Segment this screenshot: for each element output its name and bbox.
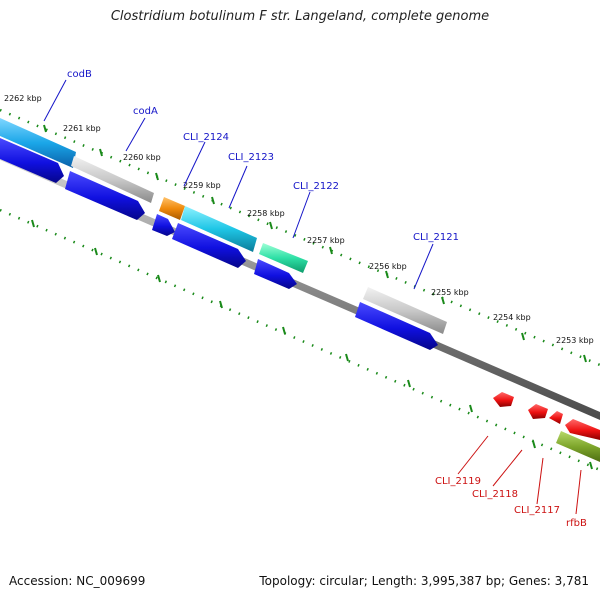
- reverse-gene-labels: CLI_2119 CLI_2118 CLI_2117 rfbB: [435, 476, 587, 529]
- forward-cds-arrows: [0, 138, 438, 350]
- inner-major-ticks: [31, 219, 593, 470]
- reverse-label-leaders: [457, 435, 582, 515]
- kbp-label: 2259 kbp: [183, 181, 221, 190]
- inner-tick-track: [0, 208, 600, 472]
- forward-label-leaders: [43, 79, 434, 290]
- kbp-label: 2254 kbp: [493, 313, 531, 322]
- gene-label-CLI_2122[interactable]: CLI_2122: [293, 181, 339, 192]
- kbp-label: 2262 kbp: [4, 94, 42, 103]
- kbp-label: 2256 kbp: [369, 262, 407, 271]
- gene-label-codA[interactable]: codA: [133, 106, 158, 117]
- gene-label-CLI_2123[interactable]: CLI_2123: [228, 152, 274, 163]
- cds-arrow-reverse: [565, 419, 600, 440]
- gene-bar-CLI_2124: [181, 206, 257, 252]
- outer-tick-track: [0, 108, 600, 367]
- outer-major-ticks: [43, 124, 587, 363]
- gene-bar-CLI_2124-orange: [159, 197, 185, 220]
- gene-label-codB[interactable]: codB: [67, 69, 92, 80]
- cds-arrow: [254, 259, 297, 289]
- kbp-label: 2261 kbp: [63, 124, 101, 133]
- genome-summary-text: Topology: circular; Length: 3,995,387 bp…: [259, 574, 589, 588]
- genome-backbone: [0, 152, 600, 420]
- cds-arrow: [172, 223, 246, 268]
- gene-label-CLI_2117[interactable]: CLI_2117: [514, 505, 560, 516]
- kbp-label: 2253 kbp: [556, 336, 594, 345]
- gene-bar-codA: [71, 156, 154, 203]
- gene-bar-CLI_2121: [363, 287, 447, 334]
- gene-bar-CLI_2122: [259, 243, 308, 273]
- cds-arrow: [0, 138, 64, 183]
- gene-bar-rfbB: [556, 431, 600, 462]
- cds-arrow-reverse: [528, 404, 548, 419]
- kbp-label: 2260 kbp: [123, 153, 161, 162]
- cds-arrow: [152, 214, 175, 236]
- genome-title: Clostridium botulinum F str. Langeland, …: [110, 9, 490, 24]
- forward-gene-bars: [0, 118, 447, 334]
- gene-label-CLI_2119[interactable]: CLI_2119: [435, 476, 481, 487]
- gene-label-CLI_2124[interactable]: CLI_2124: [183, 132, 229, 143]
- gene-label-CLI_2121[interactable]: CLI_2121: [413, 232, 459, 243]
- cds-arrow-reverse: [549, 411, 563, 424]
- gene-label-CLI_2118[interactable]: CLI_2118: [472, 489, 518, 500]
- gene-bar-codB: [0, 118, 76, 168]
- kbp-label: 2255 kbp: [431, 288, 469, 297]
- reverse-cds-arrows: [493, 392, 600, 440]
- cds-arrow: [65, 171, 145, 220]
- gene-label-rfbB[interactable]: rfbB: [566, 518, 587, 529]
- kbp-label: 2257 kbp: [307, 236, 345, 245]
- cds-arrow: [355, 302, 438, 350]
- accession-text: Accession: NC_009699: [9, 574, 146, 588]
- kbp-labels: 2262 kbp 2261 kbp 2260 kbp 2259 kbp 2258…: [4, 94, 594, 345]
- forward-gene-labels: codB codA CLI_2124 CLI_2123 CLI_2122 CLI…: [67, 69, 459, 243]
- cds-arrow-reverse: [493, 392, 514, 407]
- kbp-label: 2258 kbp: [247, 209, 285, 218]
